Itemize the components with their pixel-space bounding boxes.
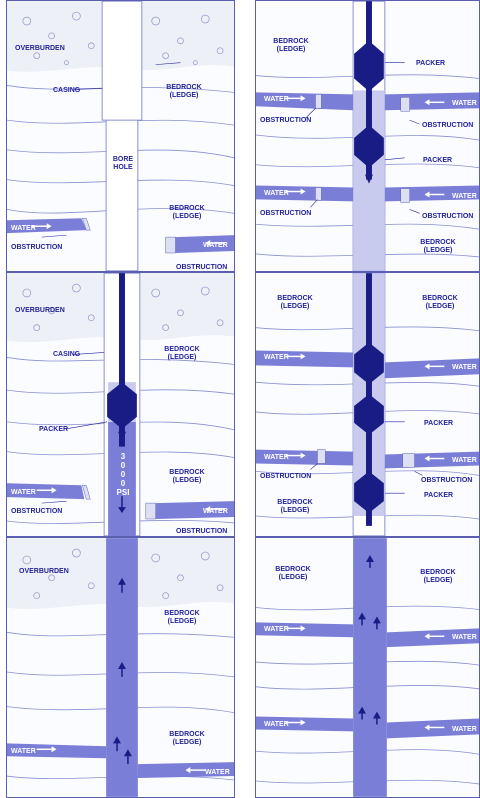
psi-label: PSI (113, 489, 133, 498)
label-ledge: (LEDGE) (157, 354, 207, 361)
panel-top-left-drawing (7, 1, 234, 271)
panel-bottom-right: BEDROCK (LEDGE) BEDROCK (LEDGE) WATER WA… (255, 537, 480, 798)
label-bedrock: BEDROCK (159, 84, 209, 91)
label-obstruction-2: OBSTRUCTION (422, 122, 473, 129)
label-obstruction-3: OBSTRUCTION (260, 210, 311, 217)
label-water: WATER (11, 748, 36, 755)
label-obstruction: OBSTRUCTION (260, 473, 311, 480)
label-obstruction: OBSTRUCTION (11, 244, 62, 251)
label-water-3: WATER (264, 721, 289, 728)
label-ledge-2: (LEDGE) (162, 477, 212, 484)
label-bedrock: BEDROCK (264, 38, 318, 45)
label-water: WATER (264, 96, 289, 103)
label-casing: CASING (53, 351, 80, 358)
label-water-2: WATER (452, 100, 477, 107)
label-packer: PACKER (424, 420, 453, 427)
label-obstruction-2: OBSTRUCTION (176, 528, 227, 535)
label-obstruction-2: OBSTRUCTION (176, 264, 227, 271)
label-ledge-2: (LEDGE) (413, 303, 467, 310)
label-bedrock: BEDROCK (266, 566, 320, 573)
label-bedrock-3: BEDROCK (268, 499, 322, 506)
label-obstruction-2: OBSTRUCTION (421, 477, 472, 484)
panel-top-right: BEDROCK (LEDGE) PACKER WATER WATER OBSTR… (255, 0, 480, 272)
label-water-4: WATER (452, 457, 477, 464)
label-bedrock-2: BEDROCK (162, 731, 212, 738)
label-obstruction: OBSTRUCTION (260, 117, 311, 124)
panel-middle-right: BEDROCK (LEDGE) BEDROCK (LEDGE) WATER WA… (255, 272, 480, 537)
label-overburden: OVERBURDEN (19, 568, 69, 575)
label-bedrock: BEDROCK (157, 346, 207, 353)
label-ledge: (LEDGE) (268, 303, 322, 310)
label-ledge: (LEDGE) (266, 574, 320, 581)
label-water: WATER (264, 354, 289, 361)
label-water-3: WATER (264, 454, 289, 461)
label-overburden: OVERBURDEN (15, 307, 65, 314)
label-bedrock-2: BEDROCK (411, 569, 465, 576)
label-obstruction: OBSTRUCTION (11, 508, 62, 515)
panel-bottom-left-drawing (7, 538, 234, 797)
label-water-2: WATER (452, 364, 477, 371)
label-water-3: WATER (264, 190, 289, 197)
label-bedrock-2: BEDROCK (162, 205, 212, 212)
label-ledge: (LEDGE) (159, 92, 209, 99)
label-water-2: WATER (203, 242, 228, 249)
label-ledge-2: (LEDGE) (411, 577, 465, 584)
label-water: WATER (11, 489, 36, 496)
label-ledge: (LEDGE) (157, 618, 207, 625)
label-casing: CASING (53, 87, 80, 94)
label-ledge-2: (LEDGE) (162, 739, 212, 746)
label-ledge-2: (LEDGE) (411, 247, 465, 254)
label-ledge-3: (LEDGE) (268, 507, 322, 514)
label-packer: PACKER (416, 60, 445, 67)
label-bedrock: BEDROCK (157, 610, 207, 617)
label-bore: BORE (107, 156, 139, 163)
label-water-2: WATER (203, 508, 228, 515)
label-obstruction-4: OBSTRUCTION (422, 213, 473, 220)
label-overburden: OVERBURDEN (15, 45, 65, 52)
label-bedrock-2: BEDROCK (162, 469, 212, 476)
label-water-4: WATER (452, 726, 477, 733)
label-packer-2: PACKER (424, 492, 453, 499)
label-bedrock-2: BEDROCK (411, 239, 465, 246)
label-water: WATER (11, 225, 36, 232)
label-packer-2: PACKER (423, 157, 452, 164)
label-water-4: WATER (452, 193, 477, 200)
label-ledge-2: (LEDGE) (162, 213, 212, 220)
label-bedrock: BEDROCK (268, 295, 322, 302)
label-water-2: WATER (452, 634, 477, 641)
label-hole: HOLE (107, 164, 139, 171)
label-water-2: WATER (205, 769, 230, 776)
label-packer: PACKER (39, 426, 68, 433)
label-ledge: (LEDGE) (264, 46, 318, 53)
panel-middle-left: OVERBURDEN CASING BEDROCK (LEDGE) PACKER… (6, 272, 235, 537)
label-bedrock-2: BEDROCK (413, 295, 467, 302)
label-water: WATER (264, 626, 289, 633)
panel-top-left: OVERBURDEN CASING BEDROCK (LEDGE) BORE H… (6, 0, 235, 272)
panel-bottom-left: OVERBURDEN BEDROCK (LEDGE) BEDROCK (LEDG… (6, 537, 235, 798)
